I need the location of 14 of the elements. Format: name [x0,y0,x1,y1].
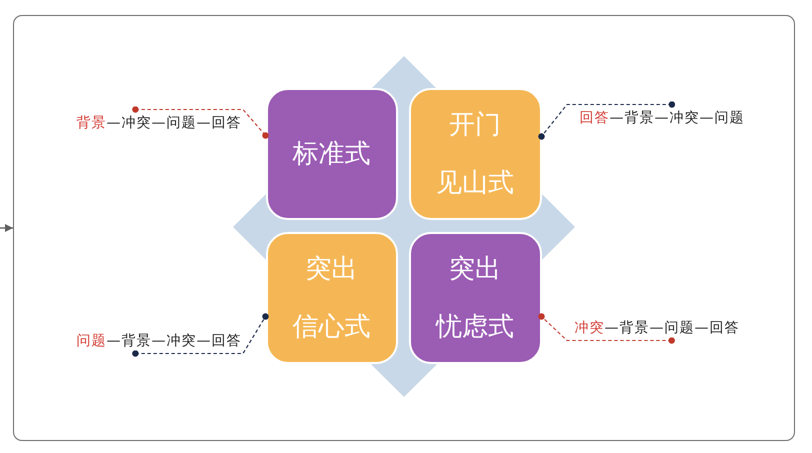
sequence-label: 冲突—背景—问题—回答 [574,314,740,340]
leader-line [538,101,676,140]
sequence-label: 回答—背景—冲突—问题 [580,104,744,130]
sequence-label: 问题—背景—冲突—回答 [76,328,242,354]
leader-line [132,313,269,357]
method-tile: 开门见山式 [408,88,542,220]
method-tile: 突出忧虑式 [408,232,542,364]
arrow [0,224,13,232]
leader-line [132,106,269,139]
frame [13,15,795,441]
method-tile: 突出信心式 [266,232,398,364]
sequence-label: 背景—冲突—问题—回答 [76,110,242,136]
method-tile: 标准式 [266,88,398,220]
leader-line [538,313,675,344]
